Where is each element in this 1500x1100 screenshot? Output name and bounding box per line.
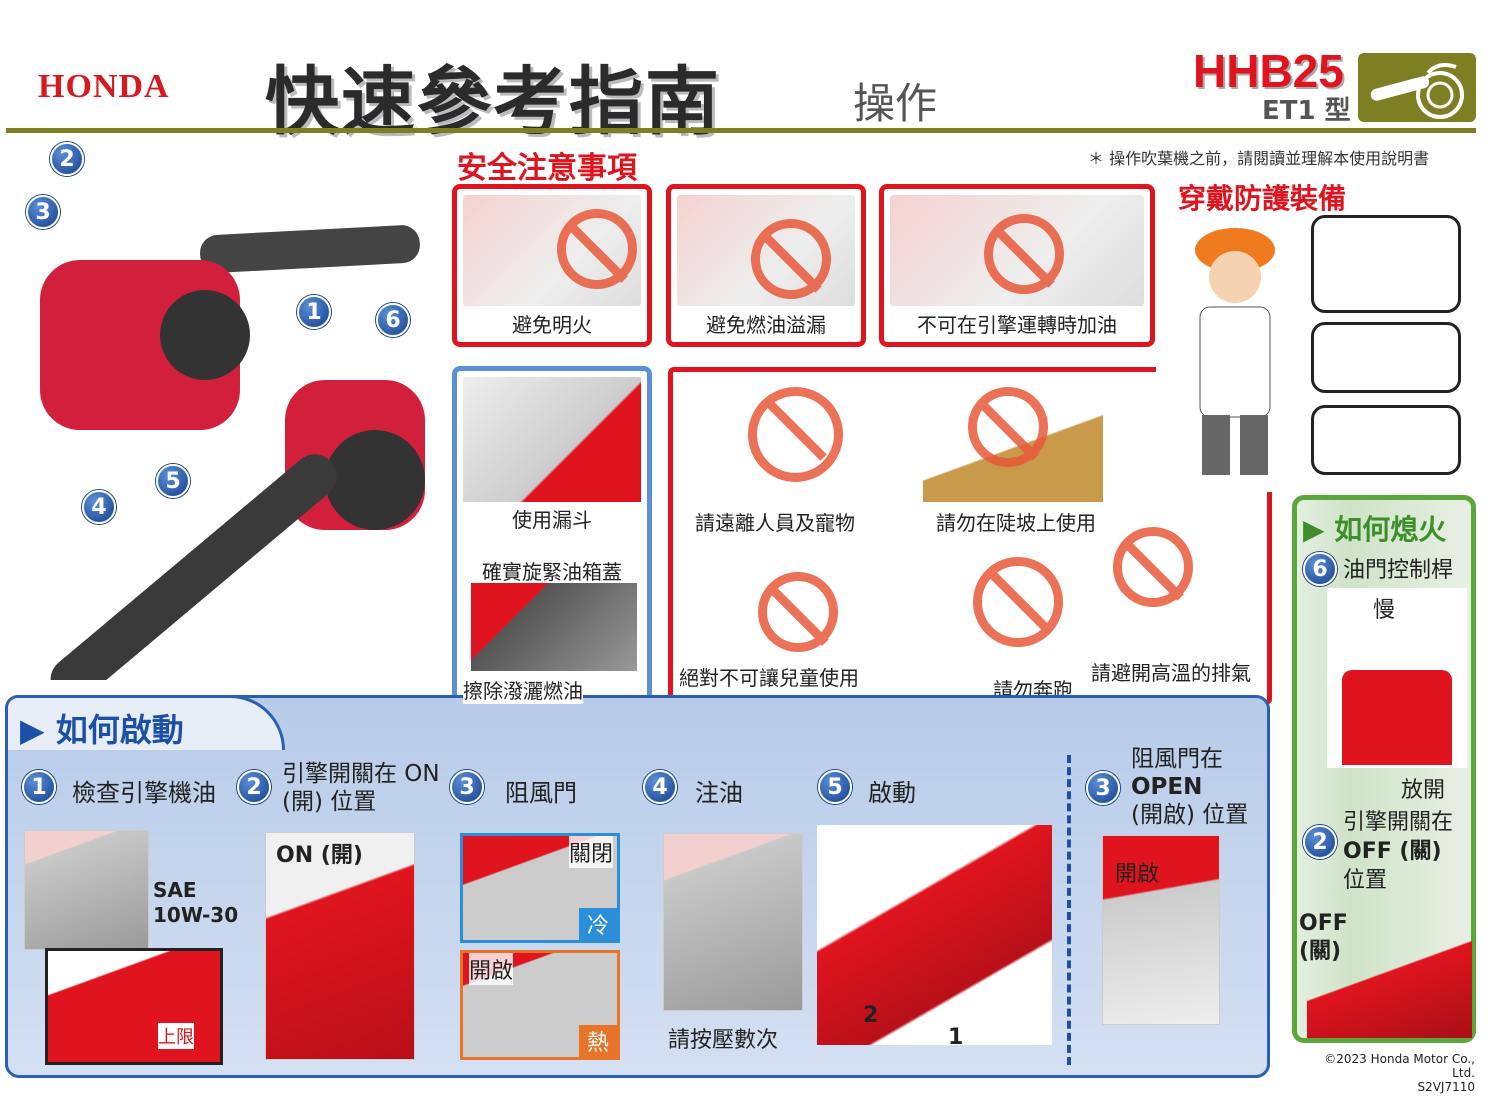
hot-label: 熱 — [578, 1025, 617, 1057]
funnel-label: 使用漏斗 — [512, 508, 592, 532]
manual-note: ＊ 操作吹葉機之前，請閱讀並理解本使用說明書 — [1088, 149, 1430, 168]
choke-open-after-label: 開啟 — [1115, 862, 1160, 887]
choke-open-label: 開啟 — [469, 953, 514, 985]
choke-closed-image: 關閉 冷 — [460, 833, 620, 943]
part-number-4: 4 — [82, 490, 116, 524]
section-label: 操作 — [853, 79, 938, 128]
operation-warnings-panel: 請遠離人員及寵物 請勿在陡坡上使用 絕對不可讓兒童使用 請勿奔跑 請避開高溫的排… — [668, 367, 1272, 705]
start-title: 如何啟動 — [55, 711, 184, 749]
blower-icon — [1358, 53, 1476, 122]
safety-label: 不可在引擎運轉時加油 — [917, 313, 1117, 337]
stop-step-2-number: 2 — [1303, 825, 1337, 859]
after-line: 阻風門在 — [1131, 746, 1223, 772]
pull-start-image — [817, 825, 1052, 1045]
warning-label: 請避開高溫的排氣 — [1091, 661, 1251, 685]
oil-level-image: 上限 — [45, 948, 223, 1065]
choke-open-after-image: 開啟 — [1102, 835, 1220, 1025]
ppe-heading: 穿戴防護裝備 — [1178, 182, 1347, 215]
cold-label: 冷 — [578, 908, 617, 940]
start-step-2-number: 2 — [237, 770, 271, 804]
stop-step-2-line: 引擎開關在 — [1343, 810, 1454, 835]
safety-heading: 安全注意事項 — [457, 151, 637, 186]
part-number-6: 6 — [376, 303, 410, 337]
primer-image — [663, 833, 803, 1011]
start-step-3-label: 阻風門 — [505, 779, 577, 807]
ppe-boots-bubble — [1311, 405, 1461, 475]
blower-illustration — [30, 150, 430, 702]
warning-label: 請遠離人員及寵物 — [695, 511, 855, 535]
pull-step-2: 2 — [863, 1003, 879, 1028]
part-number-1: 1 — [297, 295, 331, 329]
stop-step-6-label: 油門控制桿 — [1343, 558, 1454, 583]
stop-heading: ▶ 如何熄火 — [1303, 513, 1447, 546]
switch-off-image — [1307, 920, 1472, 1038]
safety-label: 避免燃油溢漏 — [706, 313, 826, 337]
safety-no-refuel-running: 不可在引擎運轉時加油 — [879, 184, 1155, 347]
honda-logo: HONDA — [38, 68, 170, 105]
switch-on-image: ON (開) — [265, 832, 415, 1060]
oil-grade: SAE 10W-30 — [153, 878, 239, 927]
choke-open-image: 開啟 熱 — [460, 950, 620, 1060]
off-label: OFF (關) — [1299, 910, 1348, 966]
safety-label: 避免明火 — [512, 313, 592, 337]
choke-closed-label: 關閉 — [568, 836, 613, 868]
start-step-3-number: 3 — [450, 770, 484, 804]
after-step-3-number: 3 — [1086, 771, 1120, 805]
header-divider — [6, 128, 1476, 133]
safety-no-flame: 避免明火 — [452, 184, 652, 347]
part-number-3: 3 — [26, 195, 60, 229]
switch-on-label: ON (開) — [276, 843, 363, 868]
doc-code: S2VJ7110 — [1417, 1080, 1475, 1094]
release-label: 放開 — [1401, 778, 1446, 803]
oil-check-image — [24, 830, 149, 950]
primer-label: 請按壓數次 — [668, 1028, 779, 1053]
start-step-5-number: 5 — [818, 770, 852, 804]
footer: ©2023 Honda Motor Co., Ltd.S2VJ7110 — [1300, 1052, 1475, 1094]
off-text: OFF — [1299, 911, 1348, 936]
safety-no-spill: 避免燃油溢漏 — [666, 184, 866, 347]
start-heading: ▶ 如何啟動 — [20, 711, 184, 749]
model-type: ET1 型 — [1262, 96, 1351, 126]
slow-label: 慢 — [1373, 598, 1396, 623]
after-line: OPEN — [1131, 774, 1203, 800]
step-divider — [1067, 755, 1071, 1065]
stop-step-2-label: 引擎開關在 OFF (關) 位置 — [1343, 808, 1453, 895]
start-step-4-number: 4 — [643, 770, 677, 804]
wipe-label: 擦除潑灑燃油 — [463, 675, 583, 704]
ppe-person-illustration — [1180, 215, 1290, 480]
oil-upper-limit-label: 上限 — [158, 1023, 194, 1049]
start-step-1-label: 檢查引擎機油 — [72, 779, 216, 807]
start-tab — [5, 695, 285, 750]
warning-label: 絕對不可讓兒童使用 — [679, 666, 859, 690]
model-name: HHB25 — [1193, 45, 1344, 97]
ppe-gloves-bubble — [1311, 322, 1461, 393]
cap-label: 確實旋緊油箱蓋 — [482, 560, 622, 584]
start-step-5-label: 啟動 — [868, 779, 916, 807]
how-to-stop-panel: ▶ 如何熄火 6 油門控制桿 慢 放開 2 引擎開關在 OFF (關) 位置 OFF… — [1292, 495, 1476, 1043]
fuel-handling-panel: 使用漏斗 確實旋緊油箱蓋 擦除潑灑燃油 — [452, 366, 652, 706]
off-cn-text: (關) — [1299, 939, 1342, 964]
pull-step-1: 1 — [948, 1025, 964, 1050]
stop-step-6-number: 6 — [1303, 552, 1337, 586]
stop-step-2-line: OFF (關) — [1343, 839, 1442, 864]
part-number-2: 2 — [50, 142, 84, 176]
start-step-1-number: 1 — [22, 770, 56, 804]
start-step-4-label: 注油 — [695, 779, 743, 807]
after-line: (開啟) 位置 — [1131, 802, 1249, 828]
ppe-helmet-bubble — [1311, 215, 1461, 313]
copyright: ©2023 Honda Motor Co., Ltd. — [1324, 1052, 1475, 1080]
stop-step-2-line: 位置 — [1343, 868, 1388, 893]
part-number-5: 5 — [156, 464, 190, 498]
start-step-2-label: 引擎開關在 ON (開) 位置 — [282, 761, 440, 815]
warning-label: 請勿在陡坡上使用 — [936, 511, 1096, 535]
stop-title: 如何熄火 — [1334, 513, 1447, 546]
